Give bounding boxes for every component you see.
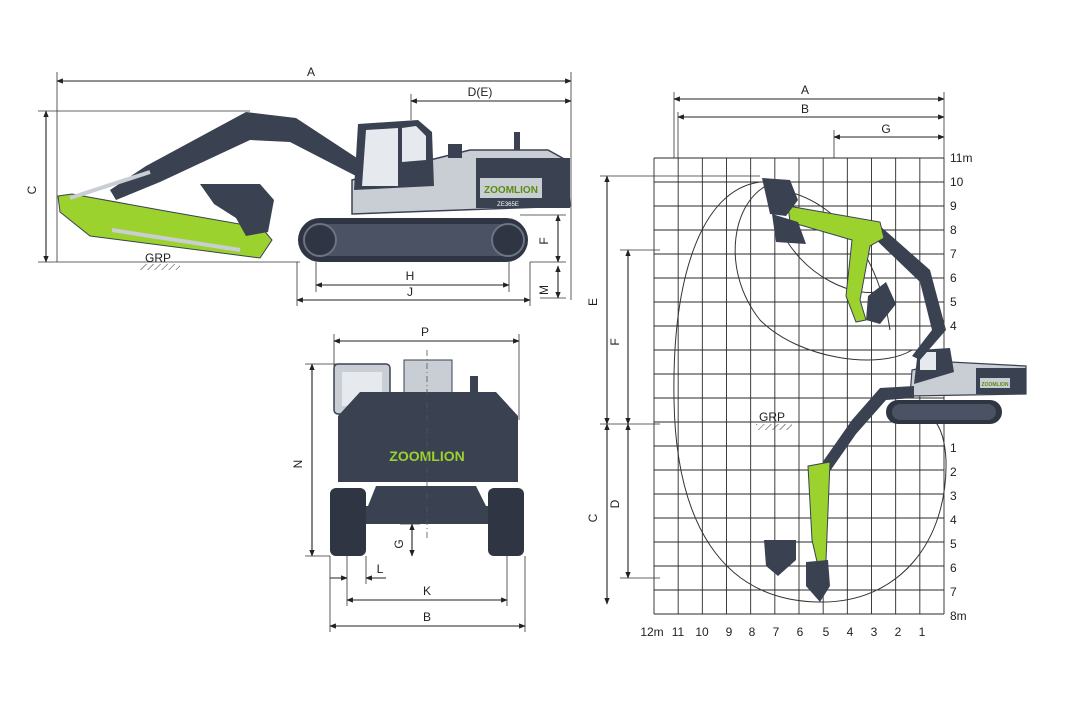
rear-dimension-labels: P N G L K B <box>291 325 431 624</box>
range-label-grp: GRP <box>759 410 785 424</box>
rear-track-right <box>488 488 524 556</box>
axis-label-right: 6 <box>950 271 957 285</box>
rear-track-left <box>330 488 366 556</box>
rear-label-b: B <box>423 610 431 624</box>
range-label-f: F <box>608 338 622 345</box>
rear-label-l: L <box>377 562 384 576</box>
side-dimension-labels: A D(E) C F M H J GRP <box>25 65 551 299</box>
axis-label-right: 1 <box>950 441 957 455</box>
axis-label-right: 9 <box>950 199 957 213</box>
bucket <box>200 184 274 236</box>
range-dimensions <box>600 92 945 605</box>
axis-label-bottom: 5 <box>823 625 830 639</box>
label-a: A <box>307 65 315 79</box>
axis-label-right: 5 <box>950 295 957 309</box>
range-label-a: A <box>801 83 809 97</box>
range-excavator: ZOOMLION <box>762 178 1027 602</box>
rear-counterweight <box>338 392 518 482</box>
axis-label-right: 4 <box>950 319 957 333</box>
arm <box>57 193 273 259</box>
range-ground-hatch <box>756 424 792 430</box>
axis-label-bottom: 9 <box>726 625 733 639</box>
axis-label-right: 2 <box>950 465 957 479</box>
range-label-b: B <box>801 102 809 116</box>
axis-label-bottom: 6 <box>797 625 804 639</box>
range-label-d: D <box>608 499 622 508</box>
rear-view: P N G L K B ZOOMLION <box>291 325 526 632</box>
axis-label-right: 10 <box>950 175 964 189</box>
axis-label-right: 8m <box>950 609 967 623</box>
label-c: C <box>25 185 39 194</box>
working-range: A B G E F C D GRP 11m1098765412345678m12… <box>586 83 1027 639</box>
axis-label-right: 7 <box>950 585 957 599</box>
axis-label-bottom: 10 <box>695 625 709 639</box>
range-label-g: G <box>881 122 890 136</box>
axis-label-right: 7 <box>950 247 957 261</box>
axis-label-bottom: 3 <box>871 625 878 639</box>
side-excavator: ZOOMLION ZE365E <box>57 112 571 262</box>
axis-label-right: 5 <box>950 537 957 551</box>
rear-excavator: ZOOMLION <box>330 350 524 556</box>
axis-label-bottom: 1 <box>919 625 926 639</box>
axis-label-bottom: 7 <box>773 625 780 639</box>
axis-label-right: 11m <box>950 151 972 165</box>
rear-label-n: N <box>291 460 305 469</box>
axis-label-right: 4 <box>950 513 957 527</box>
label-m: M <box>537 285 551 295</box>
side-model-text: ZE365E <box>497 202 519 208</box>
label-grp: GRP <box>145 251 171 265</box>
range-label-c: C <box>586 513 600 522</box>
range-axes: 11m 10 9 8 7 6 5 4 1 2 3 4 5 6 7 8m 12m 11 10 9 8 7 6 5 4 3 2 1 <box>640 151 972 639</box>
axis-label-bottom: 11 <box>672 625 685 639</box>
label-j: J <box>407 285 413 299</box>
side-view: A D(E) C F M H J GRP ZOOMLION ZE365E <box>25 65 572 306</box>
range-label-e: E <box>586 298 600 306</box>
side-dimensions <box>38 72 572 306</box>
axis-label-bottom: 8 <box>749 625 756 639</box>
rear-label-g: G <box>392 539 406 548</box>
axis-label-bottom: 12m <box>640 625 663 639</box>
side-brand-text: ZOOMLION <box>484 185 538 196</box>
rear-label-k: K <box>423 584 431 598</box>
boom <box>110 112 360 200</box>
ground-hatch <box>140 264 180 270</box>
axis-label-right: 8 <box>950 223 957 237</box>
axis-label-bottom: 4 <box>847 625 854 639</box>
label-de: D(E) <box>468 85 493 99</box>
range-brand-text: ZOOMLION <box>982 382 1009 388</box>
rear-label-p: P <box>421 325 429 339</box>
axis-label-bottom: 2 <box>895 625 902 639</box>
range-dimension-labels: A B G E F C D GRP <box>586 83 891 522</box>
label-f: F <box>537 237 551 244</box>
axis-label-right: 3 <box>950 489 957 503</box>
label-h: H <box>406 269 415 283</box>
axis-label-right: 6 <box>950 561 957 575</box>
